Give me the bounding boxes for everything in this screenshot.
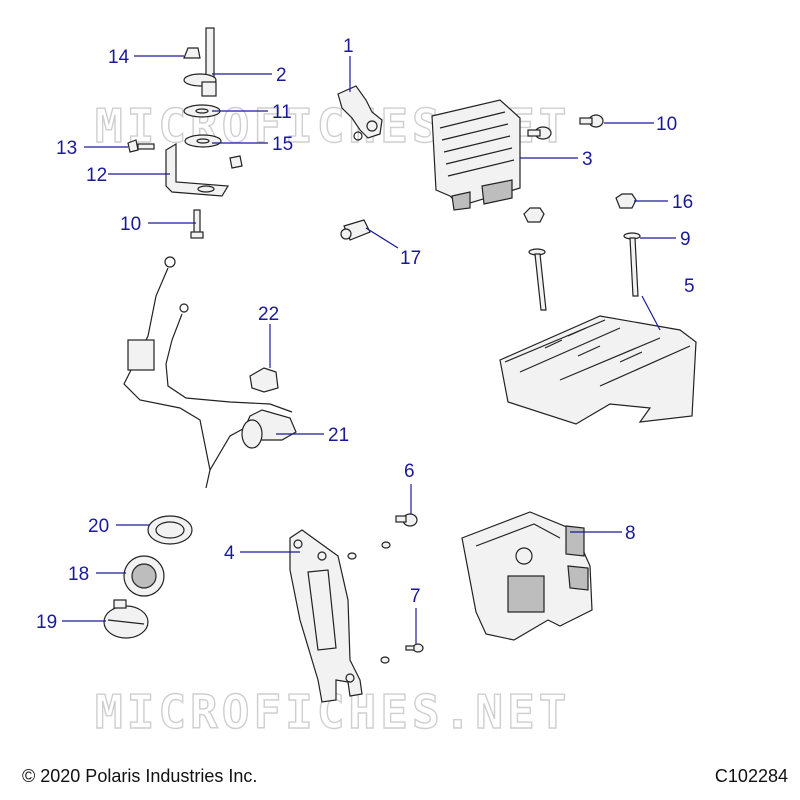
callout-2: 2: [276, 65, 287, 86]
callout-17: 17: [400, 248, 421, 269]
part-10-bolt-left: [190, 209, 204, 239]
part-7-screw: [405, 643, 424, 653]
callout-3: 3: [582, 149, 593, 170]
callout-6: 6: [404, 461, 415, 482]
part-18-socket: [123, 555, 165, 597]
callout-8: 8: [625, 523, 636, 544]
callout-19: 19: [36, 612, 57, 633]
part-10-bolt-right: [579, 114, 604, 128]
callout-1: 1: [343, 36, 354, 57]
part-1-sensor: [337, 85, 383, 141]
copyright-notice: © 2020 Polaris Industries Inc.: [22, 766, 258, 786]
figure-code: C102284: [714, 766, 788, 786]
callout-22: 22: [258, 304, 279, 325]
part-8-ecu: [461, 511, 593, 641]
part-small-screws: [347, 541, 391, 664]
part-6-bolt: [395, 513, 418, 527]
part-13-bolt: [127, 139, 155, 153]
wire-harness: [123, 256, 297, 489]
part-22-clip: [249, 367, 279, 393]
part-nut-center: [523, 207, 545, 223]
callout-9: 9: [680, 229, 691, 250]
callout-4: 4: [224, 543, 235, 564]
part-12-bracket: [165, 142, 243, 197]
callout-7: 7: [410, 586, 421, 607]
part-14-nut: [183, 47, 201, 59]
callout-21: 21: [328, 425, 349, 446]
part-4-bracket: [289, 529, 363, 703]
callout-11: 11: [272, 102, 292, 123]
part-20-ring: [147, 515, 193, 545]
callout-14: 14: [108, 47, 130, 68]
part-15-washer: [184, 134, 222, 148]
callout-13: 13: [56, 138, 77, 159]
leader-lines: [62, 55, 676, 644]
part-9-bolts: [528, 232, 641, 311]
callout-10-left: 10: [120, 214, 141, 235]
callout-20: 20: [88, 516, 109, 537]
callout-10-right: 10: [656, 114, 677, 135]
callout-5: 5: [684, 276, 695, 297]
callouts: 1 2 3 4 5 6 7 8 9 10 10 11 12 13 14 15 1…: [36, 36, 695, 633]
callout-12: 12: [86, 165, 107, 186]
callout-16: 16: [672, 192, 693, 213]
callout-15: 15: [272, 134, 293, 155]
part-16-nut: [615, 193, 637, 209]
part-19-cap: [103, 599, 149, 639]
part-2-sensor: [183, 27, 217, 97]
part-3-regulator: [431, 99, 552, 211]
part-5-cover: [499, 315, 697, 425]
part-17-switch: [340, 219, 371, 241]
callout-18: 18: [68, 564, 89, 585]
